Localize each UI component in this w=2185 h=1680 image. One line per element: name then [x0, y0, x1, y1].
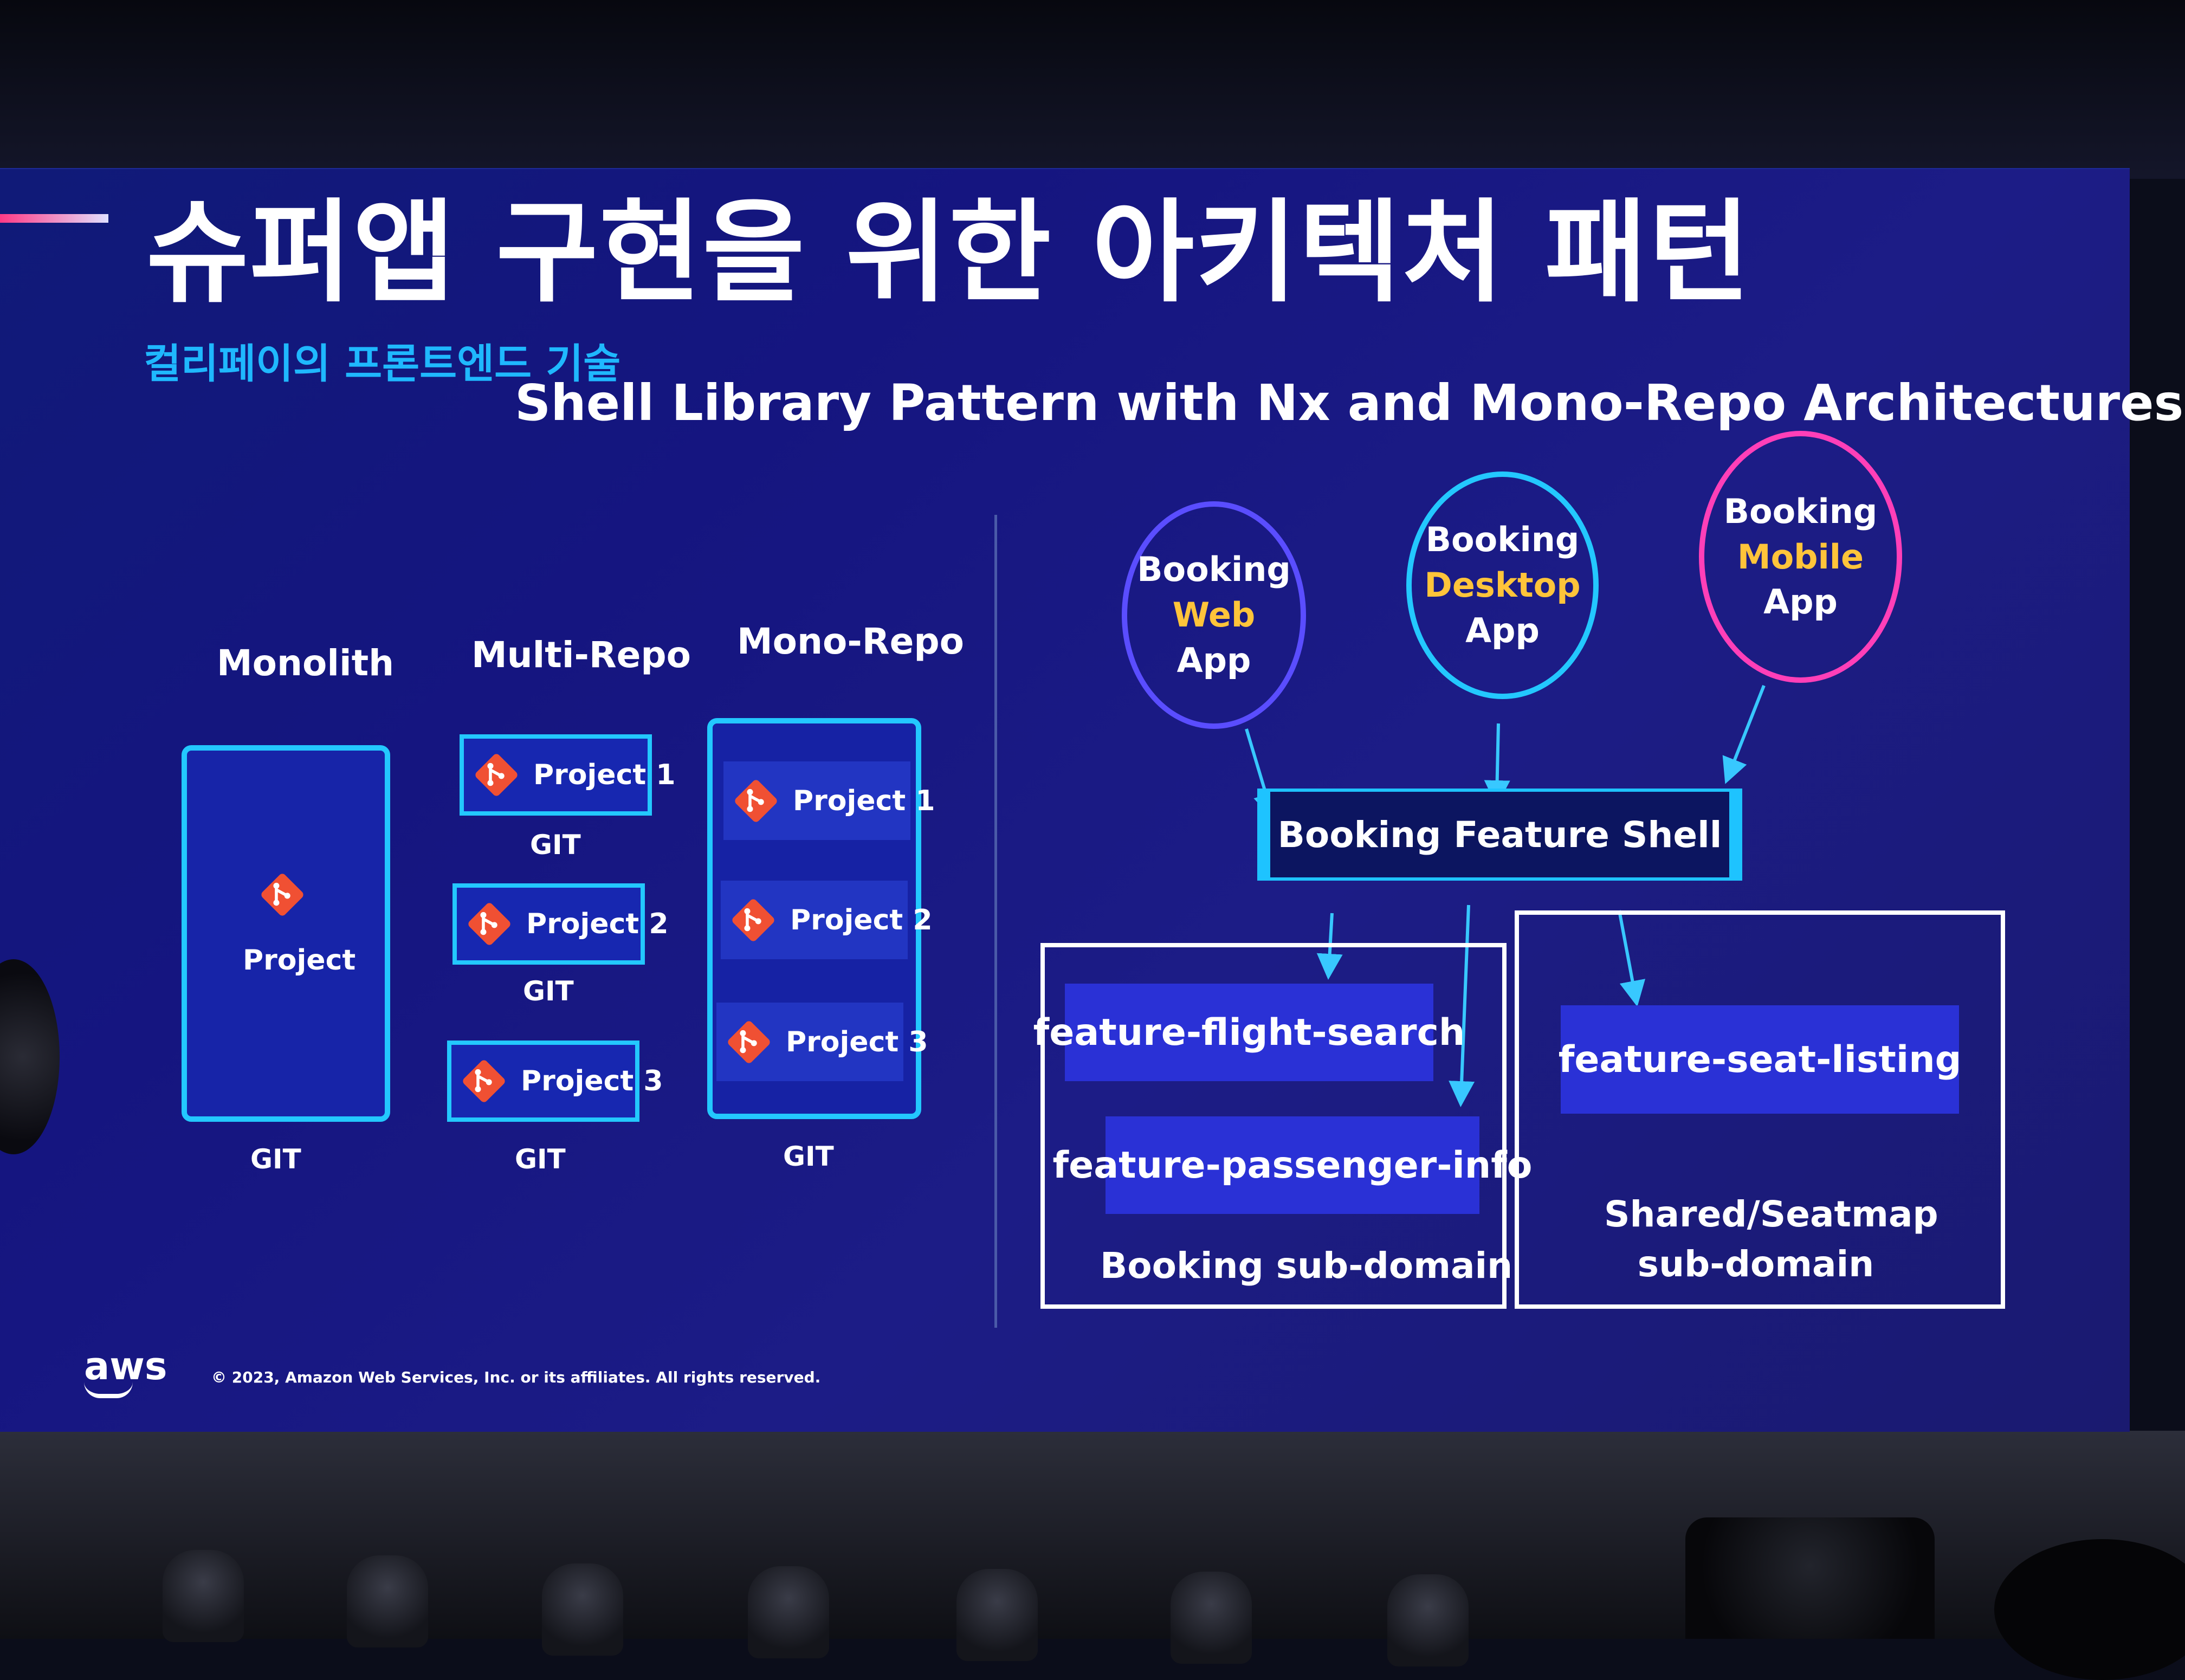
- mono-repo-git-label: GIT: [783, 1141, 834, 1172]
- stage-light-icon: [163, 1550, 244, 1642]
- booking-web-app-circle: Booking Web App: [1122, 501, 1306, 729]
- monolith-git-label: GIT: [250, 1143, 301, 1175]
- git-icon: [257, 870, 307, 922]
- booking-feature-shell: Booking Feature Shell: [1257, 789, 1742, 881]
- app-name: Booking: [1425, 520, 1580, 560]
- project-label: Project 2: [526, 908, 669, 940]
- project-label: Project 3: [786, 1025, 928, 1058]
- stage-light-icon: [956, 1569, 1038, 1661]
- git-icon: [735, 779, 777, 822]
- stage-light-icon: [1387, 1574, 1469, 1666]
- accent-bar: [0, 214, 108, 223]
- booking-sub-domain-box: [1040, 943, 1507, 1309]
- git-icon: [728, 1020, 770, 1063]
- camera-icon: [1685, 1517, 1935, 1639]
- git-icon: [468, 903, 510, 945]
- aws-logo-text: aws: [84, 1344, 167, 1388]
- project-label: Project 1: [533, 759, 676, 791]
- app-suffix: App: [1763, 582, 1838, 622]
- stage-light-icon: [542, 1563, 623, 1656]
- git-icon: [475, 754, 518, 796]
- slide-subtitle: 컬리페이의 프론트엔드 기술: [144, 340, 621, 387]
- mono-repo-project-3: Project 3: [716, 1003, 928, 1081]
- app-suffix: App: [1465, 610, 1540, 650]
- sub-domain-label-line-1: Shared/Seatmap: [1604, 1193, 1938, 1235]
- monolith-heading: Monolith: [217, 642, 395, 684]
- monolith-box: [182, 745, 390, 1122]
- stage-light-icon: [347, 1555, 428, 1647]
- app-suffix: App: [1176, 640, 1251, 680]
- shared-seatmap-sub-domain-label: Shared/Seatmap sub-domain: [1604, 1190, 1938, 1290]
- mono-repo-project-2: Project 2: [721, 881, 933, 959]
- feature-seat-listing: feature-seat-listing: [1559, 1005, 1961, 1114]
- venue-ceiling: [0, 0, 2185, 179]
- booking-sub-domain-label: Booking sub-domain: [1100, 1245, 1513, 1287]
- project-label: Project 2: [790, 903, 933, 936]
- multi-repo-project-1: Project 1: [460, 734, 676, 816]
- sub-domain-label-line-2: sub-domain: [1637, 1243, 1874, 1285]
- git-label: GIT: [523, 975, 574, 1007]
- git-icon: [732, 899, 774, 941]
- git-icon: [463, 1060, 505, 1102]
- copyright-notice: © 2023, Amazon Web Services, Inc. or its…: [211, 1368, 821, 1386]
- multi-repo-project-2: Project 2: [452, 883, 669, 965]
- monolith-project-label: Project: [243, 944, 356, 977]
- aws-smile-icon: [84, 1382, 133, 1398]
- pattern-title: Shell Library Pattern with Nx and Mono-R…: [515, 374, 2184, 432]
- shared-seatmap-sub-domain-box: [1515, 910, 2005, 1309]
- stage-light-icon: [748, 1566, 829, 1658]
- app-platform: Mobile: [1737, 537, 1864, 577]
- project-label: Project 3: [521, 1065, 663, 1097]
- connector-arrows: [1245, 684, 1766, 1107]
- feature-flight-search: feature-flight-search: [1033, 984, 1465, 1081]
- project-label: Project 1: [793, 784, 935, 817]
- git-label: GIT: [515, 1143, 566, 1175]
- app-platform: Web: [1172, 595, 1256, 635]
- section-divider: [994, 515, 997, 1328]
- multi-repo-project-3: Project 3: [447, 1041, 663, 1122]
- mono-repo-project-1: Project 1: [723, 761, 935, 840]
- slide-title: 슈퍼앱 구현을 위한 아키텍처 패턴: [146, 189, 1751, 318]
- app-name: Booking: [1723, 491, 1878, 531]
- aws-logo: aws: [84, 1344, 167, 1398]
- stage-light-icon: [1171, 1572, 1252, 1664]
- booking-desktop-app-circle: Booking Desktop App: [1406, 471, 1599, 699]
- app-platform: Desktop: [1424, 565, 1581, 605]
- git-label: GIT: [530, 829, 581, 861]
- booking-mobile-app-circle: Booking Mobile App: [1699, 431, 1902, 683]
- app-name: Booking: [1137, 550, 1291, 590]
- feature-passenger-info: feature-passenger-info: [1053, 1116, 1533, 1214]
